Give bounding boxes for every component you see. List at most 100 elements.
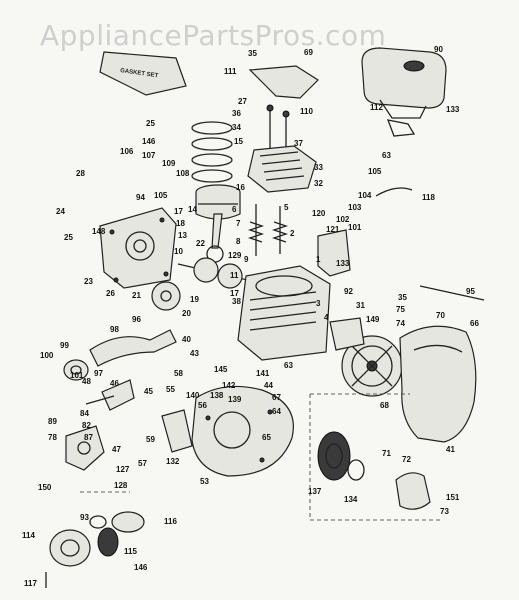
callout-16: 16: [236, 183, 245, 192]
callout-63: 63: [382, 151, 391, 160]
callout-73: 73: [440, 507, 449, 516]
callout-34: 34: [232, 123, 241, 132]
callout-27: 27: [238, 97, 247, 106]
callout-133: 133: [446, 105, 460, 114]
callout-14: 14: [188, 205, 197, 214]
callout-115: 115: [124, 547, 137, 556]
callout-99: 99: [60, 341, 69, 350]
callout-58: 58: [174, 369, 183, 378]
callout-82: 82: [82, 421, 91, 430]
callout-121: 121: [326, 225, 340, 234]
callout-148: 148: [92, 227, 106, 236]
carburetor-drawing: [65, 425, 105, 471]
callout-89: 89: [48, 417, 57, 426]
piston-drawing: [195, 184, 241, 220]
callout-110: 110: [300, 107, 313, 116]
callout-18: 18: [176, 219, 185, 228]
callout-23: 23: [84, 277, 93, 286]
connecting-rod-drawing: [206, 213, 224, 263]
piston-rings-drawing: [191, 121, 233, 183]
callout-127: 127: [116, 465, 130, 474]
callout-117: 117: [24, 579, 37, 588]
callout-145: 145: [214, 365, 228, 374]
callout-134: 134: [344, 495, 358, 504]
cylinder-head-drawing: [247, 145, 317, 193]
callout-59: 59: [146, 435, 155, 444]
callout-65: 65: [262, 433, 271, 442]
callout-98: 98: [110, 325, 119, 334]
callout-97: 97: [94, 369, 103, 378]
callout-6: 6: [232, 205, 237, 214]
callout-15: 15: [234, 137, 243, 146]
valves-drawing: [247, 204, 289, 256]
callout-32: 32: [314, 179, 323, 188]
callout-25: 25: [64, 233, 73, 242]
gasket-set-drawing: GASKET SET: [99, 51, 187, 96]
callout-92: 92: [344, 287, 353, 296]
callout-109: 109: [162, 159, 176, 168]
callout-74: 74: [396, 319, 405, 328]
governor-arm-drawing: [85, 379, 135, 411]
callout-87: 87: [84, 433, 93, 442]
callout-8: 8: [236, 237, 241, 246]
callout-44: 44: [264, 381, 273, 390]
callout-138: 138: [210, 391, 224, 400]
callout-9: 9: [244, 255, 249, 264]
callout-105: 105: [368, 167, 382, 176]
callout-48: 48: [82, 377, 91, 386]
callout-146: 146: [134, 563, 148, 572]
starter-cup-drawing: [395, 472, 431, 510]
callout-118: 118: [422, 193, 435, 202]
crankcase-cover-drawing: [99, 207, 177, 289]
guide-lines: [80, 393, 440, 521]
callout-38: 38: [232, 297, 241, 306]
callout-133: 133: [336, 259, 350, 268]
callout-28: 28: [76, 169, 85, 178]
callout-69: 69: [304, 48, 313, 57]
callout-106: 106: [120, 147, 134, 156]
callout-31: 31: [356, 301, 365, 310]
callout-10: 10: [174, 247, 183, 256]
callout-94: 94: [136, 193, 145, 202]
callout-36: 36: [232, 109, 241, 118]
callout-19: 19: [190, 295, 199, 304]
callout-11: 11: [230, 271, 239, 280]
callout-101: 101: [348, 223, 362, 232]
crankshaft-drawing: [177, 257, 257, 289]
callout-149: 149: [366, 315, 380, 324]
callout-63: 63: [284, 361, 293, 370]
callout-102: 102: [336, 215, 350, 224]
callout-43: 43: [190, 349, 199, 358]
callout-56: 56: [198, 401, 207, 410]
callout-146: 146: [142, 137, 156, 146]
callout-120: 120: [312, 209, 326, 218]
callout-112: 112: [370, 103, 383, 112]
gasket-set-label: GASKET SET: [120, 68, 159, 79]
callout-108: 108: [176, 169, 190, 178]
callout-26: 26: [106, 289, 115, 298]
callout-35: 35: [248, 49, 257, 58]
callout-129: 129: [228, 251, 242, 260]
callout-41: 41: [446, 445, 455, 454]
callout-46: 46: [110, 379, 119, 388]
callout-128: 128: [114, 481, 128, 490]
callout-68: 68: [380, 401, 389, 410]
head-bolts-drawing: [266, 104, 290, 150]
callout-100: 100: [40, 351, 54, 360]
callout-37: 37: [294, 139, 303, 148]
callout-90: 90: [434, 45, 443, 54]
callout-151: 151: [446, 493, 460, 502]
callout-4: 4: [324, 313, 329, 322]
callout-101: 101: [70, 371, 84, 380]
callout-107: 107: [142, 151, 156, 160]
callout-142: 142: [222, 381, 236, 390]
callout-72: 72: [402, 455, 411, 464]
callout-55: 55: [166, 385, 175, 394]
callout-150: 150: [38, 483, 52, 492]
callout-78: 78: [48, 433, 57, 442]
callout-20: 20: [182, 309, 191, 318]
gear-drawing: [151, 281, 181, 311]
callout-67: 67: [272, 393, 281, 402]
